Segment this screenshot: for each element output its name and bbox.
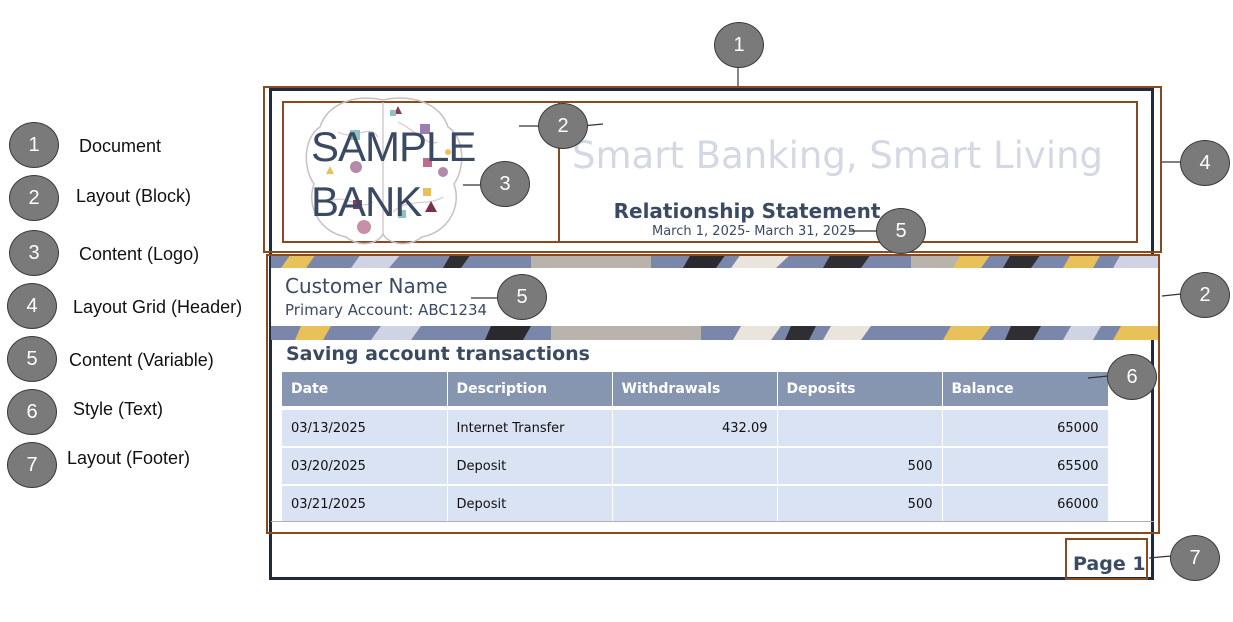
- callout-badge-table-style: 6: [1107, 354, 1157, 400]
- cell-date: 03/13/2025: [282, 406, 448, 447]
- statement-dates: March 1, 2025- March 31, 2025: [652, 224, 856, 239]
- cell-balance: 65000: [942, 406, 1109, 447]
- customer-name: Customer Name: [285, 274, 448, 298]
- column-header-deposits: Deposits: [777, 372, 943, 408]
- callout-badge-header-grid: 4: [1180, 140, 1230, 186]
- column-header-date: Date: [282, 372, 448, 408]
- cell-deposits: 500: [777, 446, 943, 485]
- cell-description: Deposit: [447, 446, 613, 485]
- table-row: 03/20/2025 Deposit 500 65500: [282, 446, 1109, 485]
- cell-deposits: [777, 406, 943, 447]
- footer-layout-box: [1065, 538, 1148, 580]
- legend-label-style-text: Style (Text): [73, 399, 164, 419]
- legend-label-content-variable: Content (Variable): [69, 350, 214, 370]
- cell-description: Internet Transfer: [447, 406, 613, 447]
- legend-badge-4: 4: [7, 283, 57, 329]
- callout-badge-footer: 7: [1170, 535, 1220, 581]
- decorative-banner-top: [271, 254, 1158, 268]
- cell-date: 03/21/2025: [282, 484, 448, 522]
- logo-text-sample: SAMPLE: [311, 123, 476, 170]
- cell-withdrawals: [612, 446, 778, 485]
- callout-badge-dates-variable: 5: [876, 208, 926, 254]
- customer-band: [271, 268, 1158, 326]
- header-layout-grid: [263, 86, 1162, 253]
- cell-balance: 66000: [942, 484, 1109, 522]
- cell-withdrawals: 432.09: [612, 406, 778, 447]
- legend-label-content-logo: Content (Logo): [79, 244, 200, 264]
- legend-label-document: Document: [79, 136, 162, 156]
- callout-badge-header-block: 2: [538, 103, 588, 149]
- header-block: [282, 101, 1138, 243]
- brain-circuit-icon: [305, 97, 463, 245]
- banner-pattern: [271, 254, 1158, 268]
- legend-badge-7: 7: [7, 442, 57, 488]
- legend-badge-6: 6: [7, 389, 57, 435]
- table-bottom-rule: [271, 521, 1154, 522]
- header-divider: [558, 101, 560, 243]
- legend-badge-2: 2: [9, 175, 59, 221]
- decorative-banner-bottom: [271, 326, 1158, 340]
- table-row: 03/13/2025 Internet Transfer 432.09 6500…: [282, 406, 1109, 447]
- primary-account: Primary Account: ABC1234: [285, 301, 488, 319]
- callout-badge-customer-variable: 5: [497, 274, 547, 320]
- cell-deposits: 500: [777, 484, 943, 522]
- bank-tagline: Smart Banking, Smart Living: [572, 134, 1104, 177]
- legend-label-layout-footer: Layout (Footer): [67, 448, 191, 468]
- column-header-description: Description: [447, 372, 613, 408]
- logo-text-bank: BANK: [311, 178, 422, 225]
- legend-label-layout-block: Layout (Block): [76, 186, 192, 206]
- cell-description: Deposit: [447, 484, 613, 522]
- transactions-table: Date Description Withdrawals Deposits Ba…: [282, 372, 1109, 522]
- legend-badge-1: 1: [9, 122, 59, 168]
- page-number: Page 1: [1073, 553, 1146, 575]
- callout-badge-document: 1: [714, 22, 764, 68]
- cell-date: 03/20/2025: [282, 446, 448, 485]
- legend-label-layout-grid: Layout Grid (Header): [73, 297, 243, 317]
- callout-badge-logo: 3: [480, 161, 530, 207]
- legend-badge-3: 3: [9, 230, 59, 276]
- legend-badge-5: 5: [7, 336, 57, 382]
- table-header-row: Date Description Withdrawals Deposits Ba…: [282, 372, 1109, 408]
- column-header-withdrawals: Withdrawals: [612, 372, 778, 408]
- body-layout-block: [266, 254, 1160, 534]
- table-row: 03/21/2025 Deposit 500 66000: [282, 484, 1109, 522]
- cell-balance: 65500: [942, 446, 1109, 485]
- transactions-title: Saving account transactions: [286, 343, 590, 365]
- callout-badge-body-block: 2: [1180, 272, 1230, 318]
- column-header-balance: Balance: [942, 372, 1109, 408]
- cell-withdrawals: [612, 484, 778, 522]
- statement-title: Relationship Statement: [613, 199, 881, 223]
- banner-pattern: [271, 326, 1158, 340]
